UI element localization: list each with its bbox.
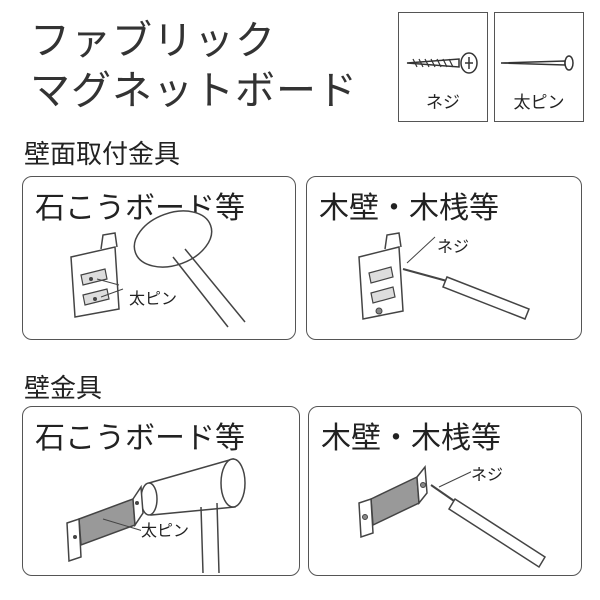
page-title: ファブリック マグネットボード [30,16,358,116]
title-line-1: ファブリック [30,18,276,64]
screw-icon [406,52,478,74]
wood-bracket-illustration [358,232,530,320]
card-heading: 木壁・木桟等 [321,421,501,456]
callout-pin: 太ピン [129,285,178,309]
card-heading: 石こうボード等 [35,421,245,456]
card-gypsum-board-2: 石こうボード等 太ピン [22,406,300,576]
wood-wall-bracket-illustration [358,465,547,569]
card-heading: 木壁・木桟等 [319,191,499,226]
section-heading-wall-bracket: 壁面取付金具 [24,140,181,170]
card-heading: 石こうボード等 [35,191,245,226]
part-box-pin: 太ピン [494,12,584,122]
callout-screw: ネジ [437,233,470,257]
callout-screw: ネジ [471,461,504,485]
card-wood-wall-2: 木壁・木桟等 ネジ [308,406,582,576]
callout-pin: 太ピン [141,517,190,541]
pin-icon [500,55,574,71]
gypsum-bracket-illustration [70,210,246,328]
section-heading-wall-fitting: 壁金具 [24,374,103,404]
part-box-screw: ネジ [398,12,488,122]
gypsum-wall-bracket-illustration [66,458,246,574]
card-gypsum-board-1: 石こうボード等 太ピン [22,176,296,340]
part-label-screw: ネジ [426,93,460,113]
card-wood-wall-1: 木壁・木桟等 ネジ [306,176,582,340]
part-label-pin: 太ピン [513,93,565,113]
title-line-2: マグネットボード [30,68,358,114]
